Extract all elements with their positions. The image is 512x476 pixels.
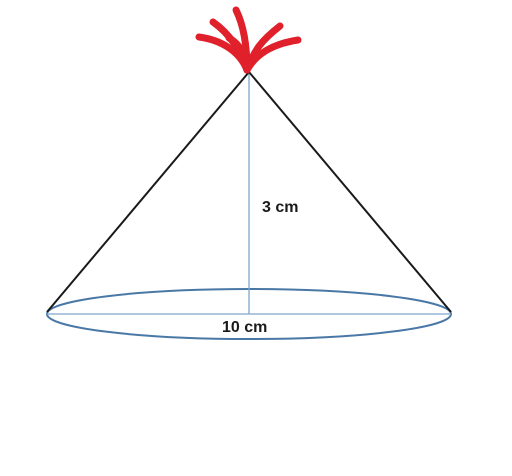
height-label: 3 cm: [262, 199, 298, 216]
cone-left-side: [46, 71, 250, 313]
tassel-icon: [195, 6, 302, 74]
diameter-label: 10 cm: [222, 319, 267, 336]
cone-right-side: [248, 71, 452, 313]
